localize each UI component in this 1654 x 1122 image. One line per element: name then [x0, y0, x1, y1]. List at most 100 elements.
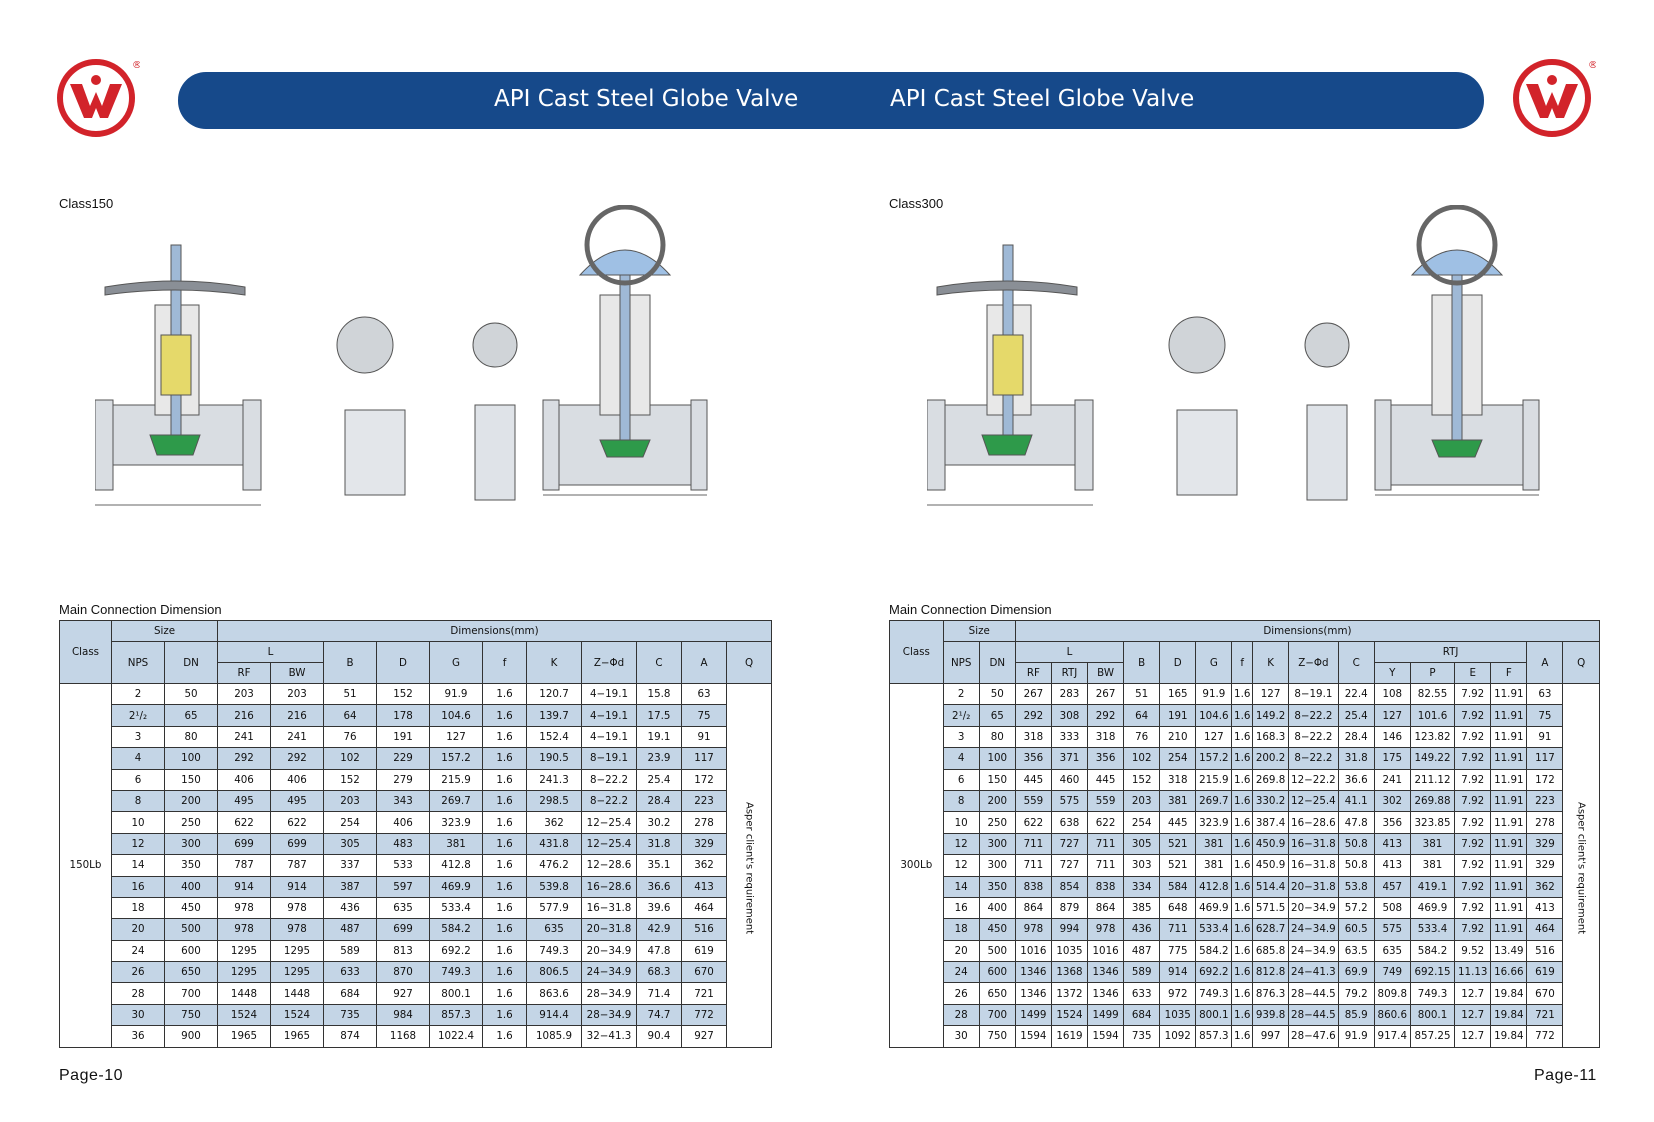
table-cell: 200	[978, 789, 1016, 813]
table-cell: 619	[1526, 961, 1564, 984]
banner-title-right: API Cast Steel Globe Valve	[890, 86, 1195, 112]
table-cell: 241.3	[526, 768, 583, 791]
table-cell: 76	[323, 725, 378, 749]
table-cell: 1035	[1050, 939, 1089, 963]
table-cell: 69.9	[1337, 961, 1375, 984]
table-cell: 68.3	[636, 961, 683, 984]
table-cell: 1.6	[482, 1003, 528, 1027]
table-cell: 622	[217, 811, 272, 834]
table-cell: 381	[1409, 854, 1456, 877]
table-cell: 400	[978, 896, 1016, 920]
table-cell: 1.6	[1231, 704, 1254, 727]
table-cell: 413	[681, 875, 728, 898]
table-cell: 16−28.6	[581, 875, 638, 898]
table-cell: 1594	[1087, 1025, 1125, 1048]
table-cell: 431.8	[526, 832, 583, 856]
table-cell: 1594	[1014, 1025, 1052, 1048]
header-e: E	[1454, 662, 1492, 684]
table-cell: 984	[376, 1003, 431, 1027]
table-cell: 533.4	[1409, 918, 1456, 941]
table-cell: 28−44.5	[1288, 1003, 1339, 1027]
table-cell: 1499	[1014, 1003, 1052, 1027]
table-cell: 139.7	[526, 704, 583, 727]
table-cell: 250	[978, 811, 1016, 834]
header-p: P	[1409, 662, 1456, 684]
table-cell: 330.2	[1252, 789, 1290, 813]
table-cell: 1.6	[1231, 854, 1254, 877]
table-cell: 292	[217, 747, 272, 770]
table-cell: 7.92	[1454, 682, 1492, 706]
table-cell: 26	[111, 961, 165, 984]
table-cell: 4−19.1	[581, 704, 638, 727]
table-cell: 104.6	[429, 704, 484, 727]
table-cell: 874	[323, 1025, 378, 1048]
table-cell: 250	[163, 811, 219, 834]
table-cell: 727	[1050, 832, 1089, 856]
table-cell: 7.92	[1454, 875, 1492, 898]
class-label-right: Class300	[889, 196, 944, 211]
table-cell: 63	[681, 682, 728, 706]
header-bw: BW	[270, 662, 325, 684]
table-cell: 500	[163, 918, 219, 941]
table-cell: 28	[111, 982, 165, 1005]
table-cell: 584.2	[429, 918, 484, 941]
table-cell: 699	[217, 832, 272, 856]
header-k: K	[526, 641, 583, 684]
table-cell: 24−34.9	[581, 961, 638, 984]
table-cell: 2	[942, 682, 980, 706]
table-cell: 476.2	[526, 854, 583, 877]
table-cell: 60.5	[1337, 918, 1375, 941]
header-b: B	[1123, 641, 1161, 684]
table-cell: 18	[942, 918, 980, 941]
table-cell: 1524	[217, 1003, 272, 1027]
header-class: Class	[59, 620, 112, 684]
table-cell: 487	[1123, 939, 1161, 963]
table-cell: 7.92	[1454, 896, 1492, 920]
table-cell: 9.52	[1454, 939, 1492, 963]
table-cell: 711	[1087, 832, 1125, 856]
table-cell: 8−22.2	[1288, 704, 1339, 727]
table-cell: 28−34.9	[581, 1003, 638, 1027]
table-cell: 800.1	[429, 982, 484, 1005]
table-cell: 23.9	[636, 747, 683, 770]
table-cell: 10	[111, 811, 165, 834]
table-cell: 571.5	[1252, 896, 1290, 920]
table-cell: 165	[1159, 682, 1197, 706]
table-cell: 1965	[270, 1025, 325, 1048]
table-cell: 203	[270, 682, 325, 706]
table-cell: 19.84	[1490, 982, 1528, 1005]
table-cell: 24	[111, 939, 165, 963]
table-cell: 927	[681, 1025, 728, 1048]
table-cell: 1346	[1087, 982, 1125, 1005]
table-cell: 152	[1123, 768, 1161, 791]
dimension-table-class300: Class Size Dimensions(mm) NPS DN L B D G…	[889, 620, 1601, 1048]
table-cell: 914.4	[526, 1003, 583, 1027]
table-cell: 8−22.2	[581, 789, 638, 813]
header-rtj-group: RTJ	[1373, 641, 1528, 663]
table-cell: 457	[1373, 875, 1411, 898]
table-cell: 28−47.6	[1288, 1025, 1339, 1048]
table-cell: 1168	[376, 1025, 431, 1048]
table-cell: 914	[1159, 961, 1197, 984]
table-cell: 450.9	[1252, 832, 1290, 856]
table-cell: 749	[1373, 961, 1411, 984]
table-cell: 254	[1123, 811, 1161, 834]
table-cell: 16−28.6	[1288, 811, 1339, 834]
table-cell: 149.22	[1409, 747, 1456, 770]
table-cell: 750	[163, 1003, 219, 1027]
table-cell: 7.92	[1454, 747, 1492, 770]
table-cell: 47.8	[1337, 811, 1375, 834]
table-cell: 75	[1526, 704, 1564, 727]
table-cell: 1295	[270, 939, 325, 963]
table-cell: 28−34.9	[581, 982, 638, 1005]
table-cell: 412.8	[1195, 875, 1233, 898]
table-cell: 11.91	[1490, 875, 1528, 898]
table-cell: 12−25.4	[581, 832, 638, 856]
table-cell: 400	[163, 875, 219, 898]
